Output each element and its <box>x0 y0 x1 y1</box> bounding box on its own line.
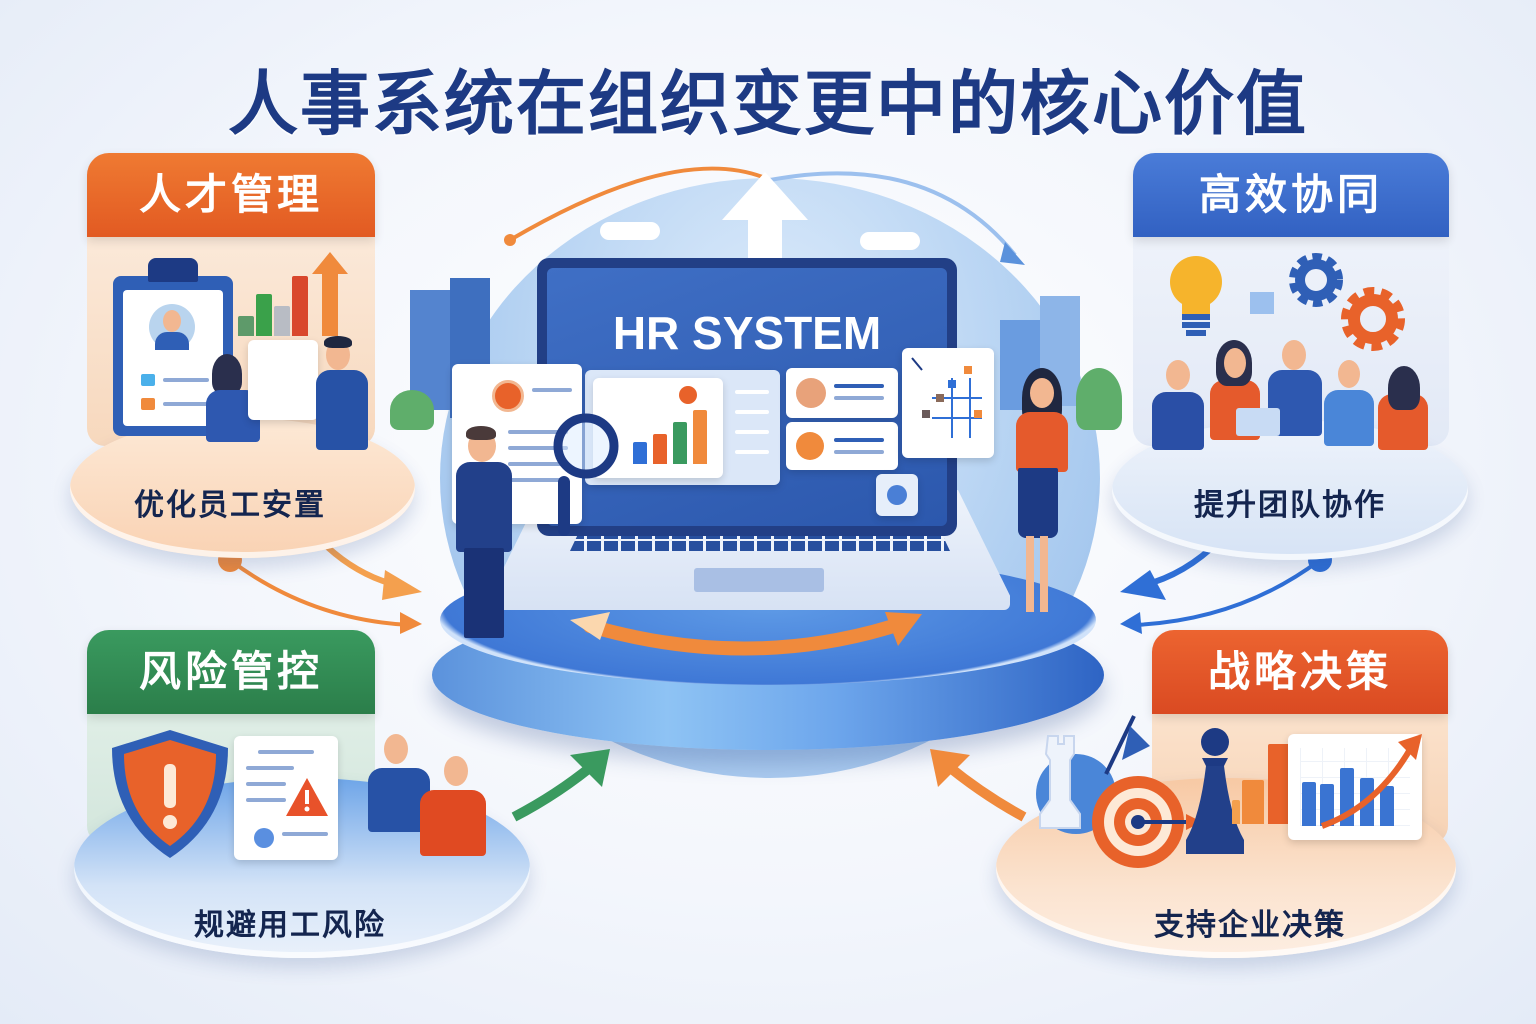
chess-pawn-icon <box>1186 728 1244 854</box>
settings-tile <box>876 474 918 516</box>
flag-icon <box>1104 715 1150 775</box>
clipboard-profile-icon <box>113 276 233 436</box>
avatar-icon <box>796 432 824 460</box>
shield-alert-icon <box>112 730 228 858</box>
cycle-arrows-icon <box>570 612 922 656</box>
arrow-risk-to-center-icon <box>511 749 610 822</box>
panel-header-risk: 风险管控 <box>87 630 375 714</box>
up-arrow-icon <box>722 172 808 262</box>
panel-header-collaboration: 高效协同 <box>1133 153 1449 237</box>
panel-caption-collaboration: 提升团队协作 <box>1194 488 1386 523</box>
tree-icon <box>1076 368 1122 430</box>
panel-header-strategy: 战略决策 <box>1152 630 1448 714</box>
speech-bubble-icon <box>1250 292 1274 314</box>
gear-orange-icon <box>1341 287 1405 351</box>
trend-chart-icon <box>1288 734 1422 840</box>
cycle-top-arc-icon <box>504 166 1025 265</box>
org-chart-icon <box>911 357 982 438</box>
page-title: 人事系统在组织变更中的核心价值 <box>228 63 1308 145</box>
avatar-icon <box>796 378 826 408</box>
tree-icon <box>390 390 434 430</box>
chess-rook-icon <box>1039 735 1081 829</box>
target-icon <box>1092 776 1202 868</box>
arrow-up-icon <box>312 252 348 336</box>
org-chart-board <box>902 348 994 458</box>
hr-system-label: HR SYSTEM <box>612 307 882 359</box>
chart-card <box>593 378 723 478</box>
dashboard-window <box>585 370 780 485</box>
panel-caption-risk: 规避用工风险 <box>194 908 386 943</box>
arrow-strategy-to-center-icon <box>930 749 1027 822</box>
orange-bars-icon <box>1232 744 1292 824</box>
document-icon <box>248 340 318 420</box>
panel-header-talent: 人才管理 <box>87 153 375 237</box>
cloud-icon <box>860 232 920 250</box>
bar-chart-icon <box>633 408 713 464</box>
laptop-icon <box>1236 408 1280 436</box>
panel-caption-strategy: 支持企业决策 <box>1154 908 1346 943</box>
gear-blue-icon <box>1289 253 1343 307</box>
profile-card <box>786 422 898 470</box>
avatar-icon <box>492 380 524 412</box>
magnifier-icon <box>553 413 619 536</box>
profile-card <box>786 368 898 418</box>
lightbulb-icon <box>1170 256 1222 336</box>
avatar-icon <box>679 386 697 404</box>
growth-chart-icon <box>238 276 322 336</box>
laptop-trackpad <box>694 568 824 592</box>
cloud-icon <box>600 222 660 240</box>
panel-caption-talent: 优化员工安置 <box>134 488 326 523</box>
clipboard-clip-icon <box>148 258 198 282</box>
warning-document-icon <box>234 736 338 860</box>
